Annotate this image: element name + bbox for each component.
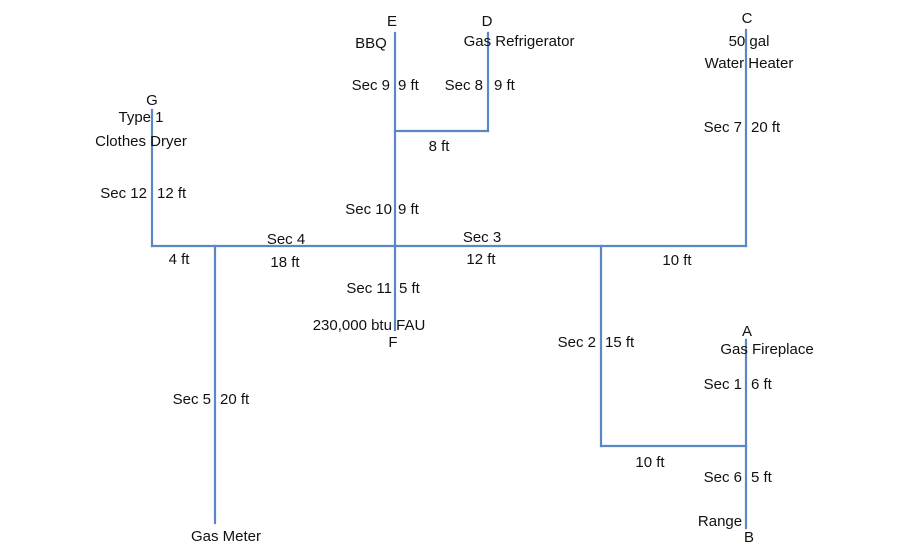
sec-4-name: Sec 4 bbox=[267, 231, 305, 248]
sec-1-name: Sec 1 bbox=[704, 376, 742, 393]
sec-7-length: 20 ft bbox=[751, 119, 781, 136]
node-g-label: G bbox=[146, 92, 158, 109]
segment-length-labels: 8 ft 4 ft 10 ft 10 ft bbox=[169, 138, 693, 471]
node-d-label: D bbox=[482, 13, 493, 30]
pipe-network bbox=[150, 28, 748, 530]
node-f-label: F bbox=[388, 334, 397, 351]
sec-7-name: Sec 7 bbox=[704, 119, 742, 136]
sec-2-length: 15 ft bbox=[605, 334, 635, 351]
sec-11-length: 5 ft bbox=[399, 280, 421, 297]
sec-6-length: 5 ft bbox=[751, 469, 773, 486]
sec-9-length: 9 ft bbox=[398, 77, 420, 94]
node-labels: E D C G F A B bbox=[146, 10, 754, 546]
sec-8-length: 9 ft bbox=[494, 77, 516, 94]
sec-9-name: Sec 9 bbox=[352, 77, 390, 94]
range-label: Range bbox=[698, 513, 742, 530]
water-heater-label: Water Heater bbox=[705, 55, 794, 72]
water-heater-capacity-label: 50 gal bbox=[729, 33, 770, 50]
sec-12-length: 12 ft bbox=[157, 185, 187, 202]
bbq-label: BBQ bbox=[355, 35, 387, 52]
sec-6-name: Sec 6 bbox=[704, 469, 742, 486]
sec-4-length: 18 ft bbox=[270, 254, 300, 271]
g-branch-length: 4 ft bbox=[169, 251, 191, 268]
sec-3-name: Sec 3 bbox=[463, 229, 501, 246]
d-branch-length: 8 ft bbox=[429, 138, 451, 155]
gas-refrigerator-label: Gas Refrigerator bbox=[464, 33, 575, 50]
sec-2-name: Sec 2 bbox=[558, 334, 596, 351]
sec-10-length: 9 ft bbox=[398, 201, 420, 218]
sec-1-length: 6 ft bbox=[751, 376, 773, 393]
appliance-labels: BBQ Gas Refrigerator 50 gal Water Heater… bbox=[95, 33, 814, 545]
sec-11-name: Sec 11 bbox=[346, 280, 392, 297]
gas-fireplace-label: Gas Fireplace bbox=[720, 341, 813, 358]
section-labels: Sec 9 9 ft Sec 8 9 ft Sec 7 20 ft Sec 12… bbox=[100, 77, 781, 486]
sec-12-name: Sec 12 bbox=[100, 185, 147, 202]
node-e-label: E bbox=[387, 13, 397, 30]
node-a-label: A bbox=[742, 323, 752, 340]
gas-meter-label: Gas Meter bbox=[191, 528, 261, 545]
node-c-label: C bbox=[742, 10, 753, 27]
a-branch-length: 10 ft bbox=[635, 454, 665, 471]
sec-8-name: Sec 8 bbox=[445, 77, 483, 94]
c-branch-length: 10 ft bbox=[662, 252, 692, 269]
sec-3-length: 12 ft bbox=[466, 251, 496, 268]
dryer-type-label: Type 1 bbox=[118, 109, 163, 126]
sec-5-length: 20 ft bbox=[220, 391, 250, 408]
node-b-label: B bbox=[744, 529, 754, 546]
sec-10-name: Sec 10 bbox=[345, 201, 392, 218]
clothes-dryer-label: Clothes Dryer bbox=[95, 133, 187, 150]
fau-label: 230,000 btu FAU bbox=[313, 317, 426, 334]
sec-5-name: Sec 5 bbox=[173, 391, 211, 408]
